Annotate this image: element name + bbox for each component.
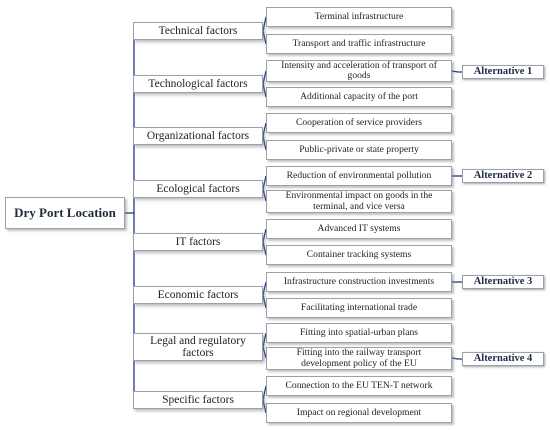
sub-label: Infrastructure construction investments: [283, 275, 435, 287]
connector-sub-upper-3: [262, 175, 267, 190]
connector-sub-lower-3: [262, 188, 267, 202]
connector-sub-upper-1: [262, 70, 267, 85]
connector-sub-upper-7: [262, 385, 267, 401]
alternative-label: Alternative 4: [473, 353, 533, 365]
factor-label: Organizational factors: [146, 129, 250, 142]
factor-label: Legal and regulatory factors: [150, 334, 246, 359]
factor-label: Ecological factors: [156, 182, 240, 195]
sub-label: Intensity and acceleration of transport …: [281, 59, 437, 81]
sub-cooperation-service-providers: Cooperation of service providers: [266, 113, 452, 133]
factor-organizational: Organizational factors: [133, 127, 263, 145]
sub-label: Reduction of environmental pollution: [286, 169, 432, 181]
connector-sub-lower-0: [262, 30, 267, 45]
sub-label: Fitting into the railway transport devel…: [296, 347, 422, 369]
connector-sub-lower-1: [262, 83, 267, 98]
factor-ecological: Ecological factors: [133, 180, 263, 198]
connector-sub-lower-2: [262, 135, 267, 151]
alternative-label: Alternative 1: [473, 66, 533, 78]
alternative-2: Alternative 2: [462, 169, 544, 183]
alternative-3: Alternative 3: [462, 275, 544, 289]
factor-technical: Technical factors: [133, 22, 263, 40]
sub-regional-development: Impact on regional development: [266, 403, 452, 423]
alternative-1: Alternative 1: [462, 65, 544, 79]
factor-legal-regulatory: Legal and regulatory factors: [133, 333, 263, 361]
alternative-label: Alternative 2: [473, 170, 533, 182]
connector-sub-upper-6: [262, 332, 267, 348]
sub-label: Fitting into spatial-urban plans: [299, 326, 419, 338]
factor-label: Specific factors: [162, 393, 234, 406]
sub-terminal-infrastructure: Terminal infrastructure: [266, 7, 452, 27]
factor-specific: Specific factors: [133, 391, 263, 409]
connector-sub-upper-0: [262, 16, 267, 32]
sub-label: Environmental impact on goods in the ter…: [285, 190, 433, 212]
alternative-4: Alternative 4: [462, 352, 544, 366]
sub-spatial-urban-plans: Fitting into spatial-urban plans: [266, 323, 452, 343]
sub-label: Impact on regional development: [296, 406, 422, 418]
sub-reduction-environmental-pollution: Reduction of environmental pollution: [266, 166, 452, 186]
sub-advanced-it-systems: Advanced IT systems: [266, 219, 452, 239]
connector-sub-lower-5: [262, 294, 267, 309]
factor-label: Technological factors: [148, 77, 248, 90]
sub-label: Container tracking systems: [306, 248, 412, 260]
connector-sub-upper-4: [262, 228, 267, 243]
factor-technological: Technological factors: [133, 75, 263, 93]
connector-sub-lower-7: [262, 399, 267, 414]
connector-sub-lower-4: [262, 241, 267, 256]
sub-label: Facilitating international trade: [300, 301, 418, 313]
sub-transport-traffic-infrastructure: Transport and traffic infrastructure: [266, 34, 452, 54]
sub-label: Additional capacity of the port: [300, 90, 418, 102]
sub-infrastructure-construction-investments: Infrastructure construction investments: [266, 272, 452, 292]
sub-intensity-acceleration: Intensity and acceleration of transport …: [266, 60, 452, 82]
sub-label: Advanced IT systems: [317, 222, 401, 234]
alternative-label: Alternative 3: [473, 276, 533, 288]
sub-additional-capacity: Additional capacity of the port: [266, 87, 452, 107]
sub-eu-ten-t-network: Connection to the EU TEN-T network: [266, 376, 452, 396]
connector-sub-upper-5: [262, 281, 267, 296]
sub-environmental-impact-goods: Environmental impact on goods in the ter…: [266, 190, 452, 213]
sub-label: Connection to the EU TEN-T network: [285, 379, 433, 391]
sub-label: Public-private or state property: [299, 143, 419, 155]
sub-railway-transport-policy: Fitting into the railway transport devel…: [266, 347, 452, 370]
sub-label: Cooperation of service providers: [295, 116, 422, 128]
root-label: Dry Port Location: [14, 205, 116, 221]
factor-label: IT factors: [175, 235, 221, 248]
factor-label: Economic factors: [157, 288, 239, 301]
factor-label: Technical factors: [158, 24, 238, 37]
sub-container-tracking-systems: Container tracking systems: [266, 245, 452, 265]
connector-sub-lower-6: [262, 346, 267, 359]
factor-economic: Economic factors: [133, 286, 263, 304]
connector-alternative-4: [451, 357, 462, 360]
sub-label: Transport and traffic infrastructure: [292, 37, 426, 49]
root-node: Dry Port Location: [5, 197, 125, 229]
connector-sub-upper-2: [262, 122, 267, 137]
sub-label: Terminal infrastructure: [314, 10, 404, 22]
connector-alternative-1: [451, 70, 462, 73]
sub-facilitating-international-trade: Facilitating international trade: [266, 298, 452, 318]
factor-it: IT factors: [133, 233, 263, 251]
sub-public-private-property: Public-private or state property: [266, 140, 452, 160]
